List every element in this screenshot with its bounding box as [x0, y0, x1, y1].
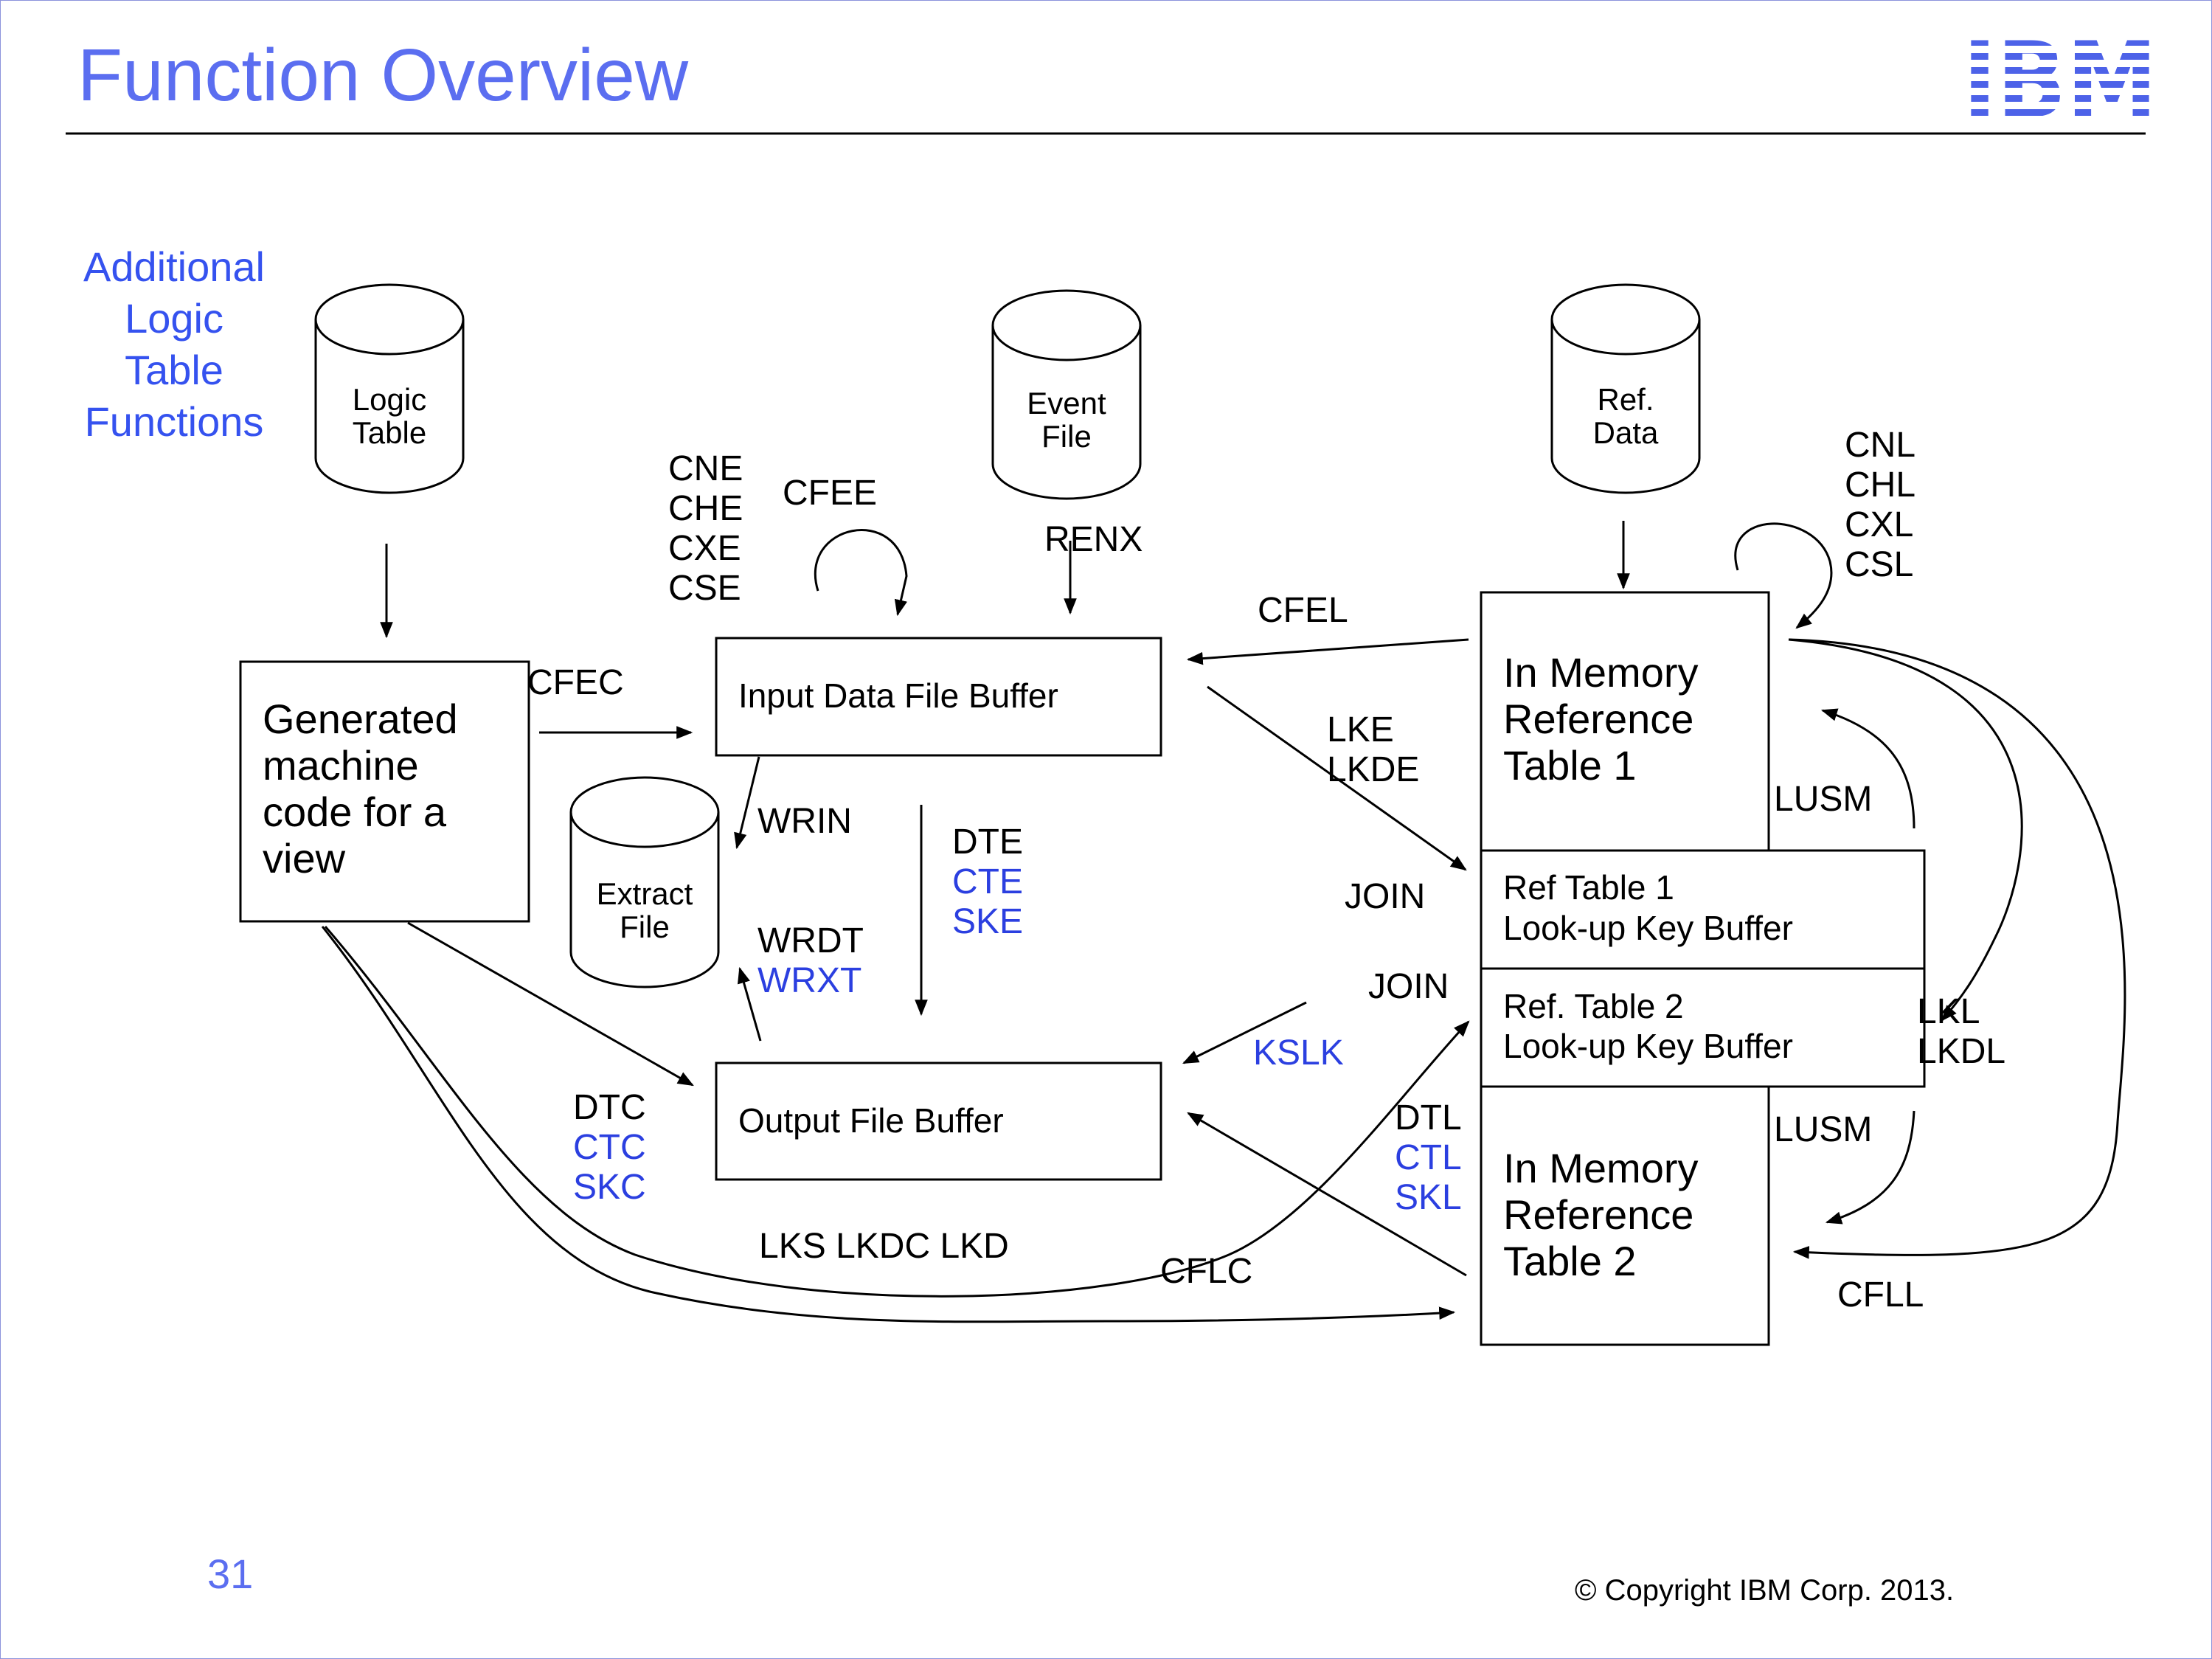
label-cfec: CFEC: [527, 663, 624, 702]
label-ctl: CTL: [1395, 1138, 1462, 1177]
arrow-lusm-bottom: [1825, 1110, 1915, 1225]
label-wrin: WRIN: [757, 802, 852, 841]
event-file-label-1: Event: [1027, 386, 1106, 420]
label-cfll: CFLL: [1837, 1275, 1924, 1315]
generated-code-line-2: machine: [263, 742, 419, 789]
ibm-logo: IBM: [1963, 20, 2157, 142]
arrow-wrin: [734, 756, 760, 850]
event-file-cylinder: [991, 289, 1142, 500]
arrow-wrdt: [737, 966, 762, 1042]
input-data-file-buffer-label: Input Data File Buffer: [738, 676, 1058, 715]
ref-table-1-line-2: Reference: [1503, 696, 1693, 742]
label-skc: SKC: [573, 1168, 646, 1207]
svg-text:Functions: Functions: [85, 398, 264, 445]
label-ske: SKE: [952, 902, 1023, 941]
generated-code-line-3: code for a: [263, 789, 447, 835]
key-buffer-1-box: [1480, 849, 1926, 970]
svg-text:Table: Table: [125, 347, 223, 393]
generated-code-line-4: view: [263, 835, 346, 882]
svg-text:Logic: Logic: [125, 295, 223, 342]
ref-data-label-2: Data: [1593, 415, 1659, 450]
logic-table-label-1: Logic: [353, 382, 426, 417]
key-buffer-2-box: [1480, 967, 1926, 1088]
output-file-buffer-box: [715, 1061, 1162, 1181]
arrow-cflc: [321, 926, 1456, 1323]
label-csl: CSL: [1845, 545, 1913, 584]
label-cfel: CFEL: [1258, 591, 1348, 630]
label-cxe: CXE: [668, 529, 741, 568]
label-che: CHE: [668, 489, 743, 528]
arrow-lkl: [1788, 638, 2023, 1022]
copyright: © Copyright IBM Corp. 2013.: [1575, 1574, 1954, 1607]
arrow-cfll: [1788, 638, 2126, 1259]
label-dtc: DTC: [573, 1088, 646, 1127]
arrow-lke: [1207, 685, 1467, 871]
label-cte: CTE: [952, 862, 1023, 901]
output-file-buffer-label: Output File Buffer: [738, 1101, 1004, 1140]
arrow-dtc: [407, 921, 694, 1087]
label-lkl: LKL: [1917, 992, 1980, 1031]
page-title: Function Overview: [77, 34, 689, 117]
arrow-dtl: [1187, 1112, 1467, 1277]
ref-data-label-1: Ref.: [1597, 382, 1654, 417]
ref-data-cylinder: [1550, 283, 1701, 494]
label-lks: LKS LKDC LKD: [759, 1227, 1009, 1266]
label-dtl: DTL: [1395, 1098, 1462, 1137]
label-renx: RENX: [1044, 520, 1143, 559]
label-dte: DTE: [952, 822, 1023, 862]
key-buffer-1-line-2: Look-up Key Buffer: [1503, 909, 1793, 947]
label-kslk: KSLK: [1253, 1033, 1344, 1073]
label-ctc: CTC: [573, 1128, 646, 1167]
arrow-cfel: [1186, 638, 1469, 665]
logic-table-cylinder: [314, 283, 465, 494]
key-buffer-2-line-1: Ref. Table 2: [1503, 987, 1684, 1025]
label-lusm-top: LUSM: [1774, 780, 1872, 819]
label-lkde: LKDE: [1327, 750, 1419, 789]
svg-text:IBM: IBM: [1963, 20, 2157, 142]
label-join-2: JOIN: [1368, 967, 1449, 1006]
side-heading: Additional Logic Table Functions: [83, 243, 265, 445]
label-lke: LKE: [1327, 710, 1394, 749]
generated-code-box: [239, 660, 530, 923]
label-cnl: CNL: [1845, 426, 1915, 465]
label-wrdt: WRDT: [757, 921, 864, 960]
key-buffer-2-line-2: Look-up Key Buffer: [1503, 1027, 1793, 1065]
arrow-lks: [324, 926, 1470, 1298]
arrow-lusm-top: [1820, 708, 1915, 829]
event-file-label-2: File: [1041, 419, 1092, 454]
label-lkdl: LKDL: [1917, 1032, 2005, 1071]
arrow-cfee-loop: [814, 529, 908, 617]
arrow-cnl-loop: [1734, 522, 1833, 629]
ref-table-1-line-3: Table 1: [1503, 742, 1637, 789]
label-cse: CSE: [668, 569, 741, 608]
logic-table-label-2: Table: [353, 415, 426, 450]
input-data-file-buffer-box: [715, 637, 1162, 757]
label-cfee: CFEE: [783, 474, 877, 513]
extract-file-label-1: Extract: [597, 876, 693, 911]
ref-table-2-line-2: Reference: [1503, 1191, 1693, 1238]
svg-text:Additional: Additional: [83, 243, 265, 290]
ref-table-2-line-3: Table 2: [1503, 1238, 1637, 1284]
label-cxl: CXL: [1845, 505, 1913, 544]
ref-table-1-box: [1480, 591, 1770, 852]
label-lusm-bottom: LUSM: [1774, 1110, 1872, 1149]
generated-code-line-1: Generated: [263, 696, 458, 742]
ref-table-1-line-1: In Memory: [1503, 649, 1699, 696]
label-join-1: JOIN: [1345, 877, 1425, 916]
ref-table-2-line-1: In Memory: [1503, 1145, 1699, 1191]
label-wrxt: WRXT: [757, 961, 861, 1000]
page-number: 31: [207, 1551, 253, 1597]
label-cne: CNE: [668, 449, 743, 488]
label-skl: SKL: [1395, 1178, 1462, 1217]
extract-file-cylinder: [569, 776, 720, 988]
arrow-kslk: [1182, 1001, 1307, 1064]
key-buffer-1-line-1: Ref Table 1: [1503, 868, 1674, 907]
label-chl: CHL: [1845, 465, 1915, 505]
extract-file-label-2: File: [620, 910, 670, 944]
label-cflc: CFLC: [1160, 1252, 1252, 1291]
